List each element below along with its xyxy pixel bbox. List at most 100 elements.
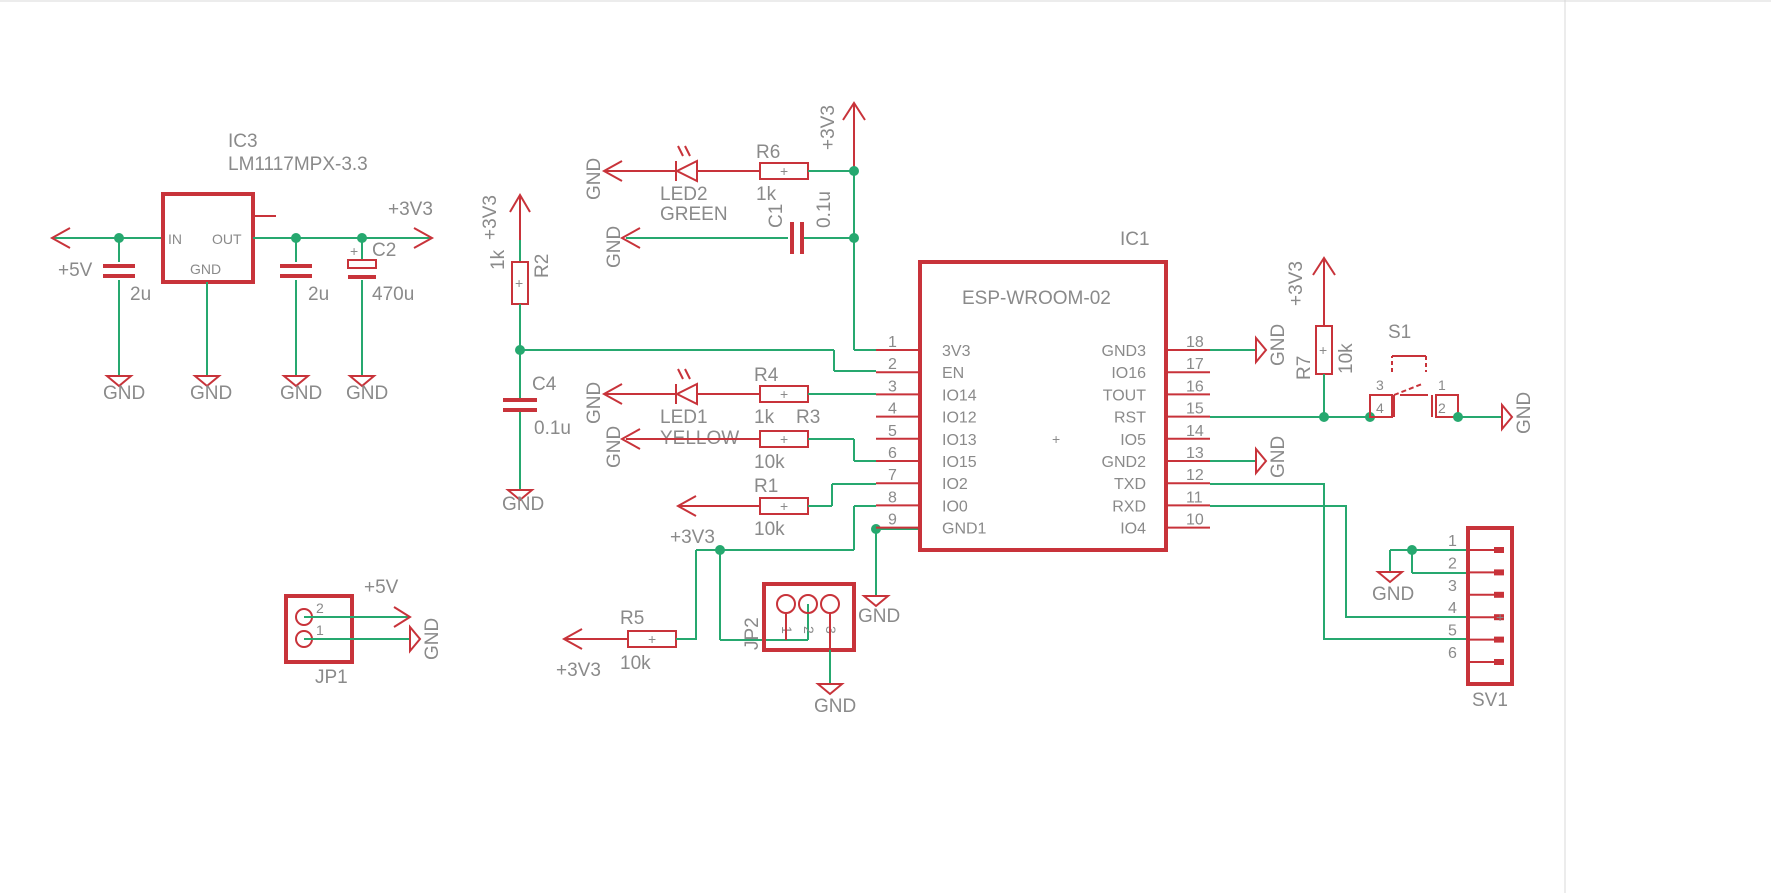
- gnd-label-r3: GND: [604, 426, 625, 468]
- ic1-pin-number: 8: [888, 489, 897, 506]
- ic1-pin-name: RXD: [1112, 498, 1146, 515]
- c2-name: C2: [372, 240, 396, 261]
- ic1-pin-name: GND2: [1102, 454, 1147, 471]
- s1-name: S1: [1388, 322, 1411, 343]
- s1-switch[interactable]: S1 3 4 1 2 GND: [1369, 322, 1535, 434]
- supply-label-r1: +3V3: [670, 527, 715, 548]
- svg-text:3: 3: [1376, 377, 1384, 393]
- gnd-label-3: GND: [280, 383, 322, 404]
- svg-text:2: 2: [801, 626, 817, 634]
- gnd-label-c4: GND: [502, 494, 544, 515]
- r7-name: R7: [1294, 356, 1315, 380]
- sv1-pin-number: 1: [1448, 533, 1457, 550]
- jp1-section: 2 1 +5V GND JP1: [284, 577, 443, 688]
- ic1-pin-number: 15: [1186, 401, 1204, 418]
- ic1-pin-name: TOUT: [1103, 387, 1146, 404]
- r3-value: 10k: [754, 452, 785, 473]
- svg-text:+: +: [1496, 609, 1504, 625]
- ic1: IC1 ESP-WROOM-02 + 13V32EN3IO144IO125IO1…: [876, 229, 1210, 552]
- ic3-name: IC3: [228, 131, 258, 152]
- ic1-pin-name: TXD: [1114, 476, 1146, 493]
- gnd-label-gnd1: GND: [858, 606, 900, 627]
- ic1-pin-number: 14: [1186, 423, 1204, 440]
- sv1-pin-contact: [1494, 547, 1504, 553]
- ic1-pin-number: 18: [1186, 334, 1204, 351]
- svg-text:4: 4: [1376, 400, 1384, 416]
- sv1-pin-contact: [1494, 569, 1504, 576]
- jp2-body[interactable]: [762, 582, 856, 652]
- r1-name: R1: [754, 476, 778, 497]
- gnd-label-4: GND: [346, 383, 388, 404]
- ic1-pin-name: IO5: [1120, 432, 1146, 449]
- ic1-pin-number: 13: [1186, 445, 1204, 462]
- gnd-label-2: GND: [190, 383, 232, 404]
- led2-name: LED2: [660, 184, 708, 205]
- ic1-pin-name: IO4: [1120, 521, 1146, 538]
- gnd-label-led1: GND: [584, 382, 605, 424]
- ic1-pin-name: GND1: [942, 521, 987, 538]
- svg-text:+: +: [1052, 431, 1060, 447]
- ic1-name: IC1: [1120, 229, 1150, 250]
- cap-out-value: 2u: [308, 284, 329, 305]
- sv1-body[interactable]: [1466, 526, 1514, 686]
- jp2-name: JP2: [742, 617, 763, 650]
- svg-text:+: +: [780, 386, 788, 402]
- r2-value: 1k: [488, 249, 509, 270]
- led2-color: GREEN: [660, 204, 728, 225]
- c4-name: C4: [532, 374, 557, 395]
- ic3-pin-gnd: GND: [190, 261, 221, 277]
- supply-label-5v: +5V: [58, 260, 93, 281]
- c4-value: 0.1u: [534, 418, 571, 439]
- svg-text:+: +: [780, 498, 788, 514]
- r7-supply: +3V3: [1286, 261, 1307, 306]
- svg-text:2: 2: [1438, 400, 1446, 416]
- supply-label-jp1: +5V: [364, 577, 399, 598]
- r1-value: 10k: [754, 519, 785, 540]
- cap-in-value: 2u: [130, 284, 151, 305]
- jp1-name: JP1: [315, 667, 348, 688]
- r4-name: R4: [754, 365, 779, 386]
- gnd-label-c1: GND: [604, 226, 625, 268]
- r5-value: 10k: [620, 653, 651, 674]
- ic1-pin-name: IO13: [942, 432, 977, 449]
- led1-section: + R4 1k LED1 YELLOW GND + R3 10k GND + R…: [584, 365, 920, 641]
- ic1-pin-number: 9: [888, 512, 897, 529]
- ic1-right-pins: 18GND317IO1616TOUT15RST14IO513GND212TXD1…: [1102, 334, 1210, 538]
- ic1-pin-name: IO14: [942, 387, 977, 404]
- gnd-label-jp2: GND: [814, 696, 856, 717]
- r6-name: R6: [756, 142, 780, 163]
- ic1-body[interactable]: [918, 260, 1168, 552]
- ic1-pin-name: IO16: [1111, 365, 1146, 382]
- supply-label-3v3-out: +3V3: [388, 199, 433, 220]
- c1-value: 0.1u: [814, 191, 835, 228]
- svg-text:+: +: [648, 631, 656, 647]
- ic1-pin-number: 6: [888, 445, 897, 462]
- r2-c4-section: +3V3 + R2 1k C4 0.1u GND: [480, 193, 876, 515]
- r5-name: R5: [620, 608, 644, 629]
- ic1-pin-number: 2: [888, 356, 897, 373]
- jp1-body[interactable]: [284, 594, 354, 664]
- sv1-pin-contact: [1494, 614, 1504, 621]
- ic1-pin-number: 12: [1186, 467, 1204, 484]
- r3-name: R3: [796, 407, 820, 428]
- gnd-label-led2: GND: [584, 158, 605, 200]
- sv1-pin-contact: [1494, 659, 1504, 665]
- sv1-pin-number: 5: [1448, 623, 1457, 640]
- sv1-pin-number: 4: [1448, 600, 1457, 617]
- c1-name: C1: [766, 204, 787, 228]
- ic1-pin-number: 7: [888, 467, 897, 484]
- ic1-pin-name: EN: [942, 365, 964, 382]
- svg-text:+: +: [350, 243, 358, 259]
- ic1-pin-number: 3: [888, 378, 897, 395]
- sv1-pin-number: 6: [1448, 645, 1457, 662]
- supply-label-r5: +3V3: [556, 660, 601, 681]
- ic1-pin-name: 3V3: [942, 343, 971, 360]
- ic1-right-nets: GND GND: [1210, 324, 1466, 640]
- gnd-label-sv1: GND: [1372, 584, 1414, 605]
- gnd-label-gnd3: GND: [1268, 324, 1289, 366]
- gnd-label-1: GND: [103, 383, 145, 404]
